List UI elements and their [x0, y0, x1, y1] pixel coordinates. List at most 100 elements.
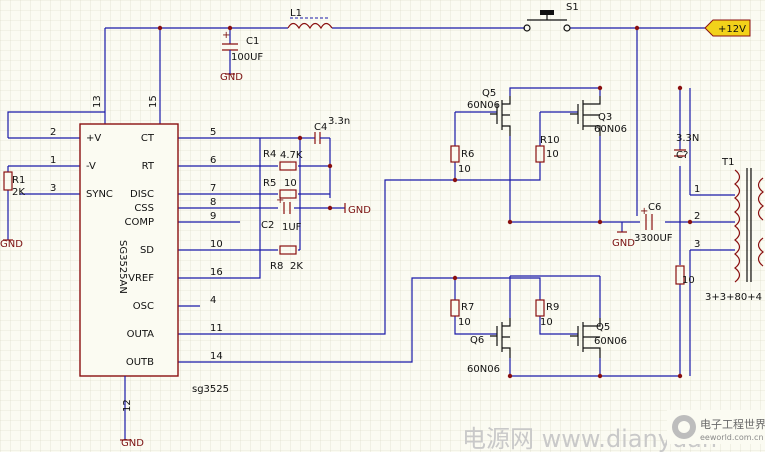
c2-value: 1UF: [282, 222, 302, 233]
resistor-r9: R9 10: [535, 299, 559, 328]
gnd-label-r1: GND: [0, 239, 23, 250]
r4-value: 4.7K: [280, 150, 303, 161]
c4-value: 3.3n: [328, 116, 350, 127]
q5a-value: 60N06: [467, 100, 500, 111]
mosfet-q6: Q6 60N06: [467, 318, 511, 375]
ic-pin-num-14: 14: [210, 351, 223, 362]
ic-pin-name-vref: VREF: [128, 273, 154, 284]
resistor-r1: R1 2K: [3, 171, 25, 198]
c6-value: 3300UF: [634, 233, 673, 244]
c6-label: C6: [648, 202, 661, 213]
capacitor-c6: + C6 3300UF: [634, 202, 673, 244]
capacitor-c2: + C2 1UF: [261, 195, 302, 233]
ic-pin-name-rt: RT: [142, 161, 155, 172]
ic-pin-num-11: 11: [210, 323, 223, 334]
svg-text:+: +: [640, 206, 648, 217]
svg-text:+: +: [276, 195, 284, 206]
resistor-r6: R6 10: [450, 145, 474, 175]
ic-pin-name-sync: SYNC: [86, 189, 113, 200]
gnd-label-c2: GND: [348, 205, 371, 216]
r10-label: R10: [540, 135, 560, 146]
gnd-symbols: GND GND GND GND GND: [0, 72, 635, 449]
mosfet-q5-top: Q5 60N06: [467, 88, 511, 136]
t1-pin-2: 2: [694, 211, 700, 222]
ic-pin-name-sd: SD: [140, 245, 154, 256]
ic-pin-num-10: 10: [210, 239, 223, 250]
r7-value: 10: [458, 317, 471, 328]
r9-value: 10: [540, 317, 553, 328]
ic-pin-num-6: 6: [210, 155, 216, 166]
inductor-l1: L1: [287, 8, 333, 30]
r1-label: R1: [12, 175, 25, 186]
r9-label: R9: [546, 302, 559, 313]
ic-pin-name-v-minus: -V: [86, 161, 96, 172]
resistor-r10: R10 10: [535, 135, 560, 163]
c1-value: 100UF: [231, 52, 263, 63]
c1-label: C1: [246, 36, 259, 47]
svg-text:+: +: [222, 30, 230, 41]
q3-value: 60N06: [594, 124, 627, 135]
r1-value: 2K: [12, 187, 25, 198]
vcc-label: +12V: [718, 24, 746, 35]
ic-pin-name-ct: CT: [141, 133, 155, 144]
ic-pin-num-4: 4: [210, 295, 216, 306]
ic-pin-num-7: 7: [210, 183, 216, 194]
q5b-label: Q5: [596, 322, 610, 333]
q5b-value: 60N06: [594, 336, 627, 347]
r7-label: R7: [461, 302, 474, 313]
r4-label: R4: [263, 149, 276, 160]
logo-sub: eeworld.com.cn: [700, 433, 764, 442]
capacitor-c1: + C1 100UF: [222, 30, 263, 74]
capacitor-c-unknown: C? 3.3N: [674, 133, 699, 161]
ic-pin-15: 15: [148, 95, 159, 108]
wires: [7, 27, 735, 377]
ic-part-label: SG3525AN: [117, 240, 128, 294]
l1-label: L1: [290, 8, 302, 19]
ic-pin-13: 13: [92, 95, 103, 108]
gnd-label-ic: GND: [121, 438, 144, 449]
ic-pin-num-16: 16: [210, 267, 223, 278]
gnd-label-c1: GND: [220, 72, 243, 83]
ic-pin-name-css: CSS: [134, 203, 154, 214]
t1-windings: 3+3+80+4: [705, 292, 762, 303]
r10-value: 10: [546, 149, 559, 160]
sg3525-ic: SG3525AN sg3525 13 15 12 +V 2 -V 1 SYNC …: [50, 95, 229, 440]
ic-pin-num-1: 1: [50, 155, 56, 166]
c4-label: C4: [314, 122, 327, 133]
ic-pin-name-disc: DISC: [130, 189, 154, 200]
watermark: 电源网 www.dianyuan 电子工程世界 eeworld.com.cn: [462, 410, 765, 452]
resistor-r5: R5 10: [263, 178, 297, 199]
vcc-flag: +12V: [704, 19, 751, 37]
snubber-value: 10: [682, 275, 695, 286]
r6-label: R6: [461, 149, 474, 160]
ic-pin-name-outa: OUTA: [127, 329, 155, 340]
mosfet-q5-bottom: Q5 60N06: [570, 318, 627, 358]
gnd-label-c6: GND: [612, 238, 635, 249]
cq-label: C?: [676, 150, 688, 161]
ic-pin-num-5: 5: [210, 127, 216, 138]
switch-s1[interactable]: S1: [523, 2, 579, 32]
ic-pin-name-osc: OSC: [133, 301, 154, 312]
t1-pin-3: 3: [694, 239, 700, 250]
ic-caption: sg3525: [192, 384, 229, 395]
ic-pin-name-outb: OUTB: [126, 357, 154, 368]
transformer-t1: T1 1 2 3 3+3+80+4: [694, 157, 764, 303]
c2-label: C2: [261, 220, 274, 231]
resistor-r4: R4 4.7K: [263, 149, 303, 171]
ic-pin-12: 12: [122, 399, 133, 412]
r8-value: 2K: [290, 261, 303, 272]
r5-label: R5: [263, 178, 276, 189]
s1-label: S1: [566, 2, 579, 13]
resistor-snubber: 10: [675, 265, 695, 286]
q5a-label: Q5: [482, 88, 496, 99]
r8-label: R8: [270, 261, 283, 272]
cq-value: 3.3N: [676, 133, 699, 144]
t1-label: T1: [721, 157, 734, 168]
ic-pin-name-comp: COMP: [124, 217, 154, 228]
logo-text: 电子工程世界: [700, 418, 765, 431]
r5-value: 10: [284, 178, 297, 189]
ic-pin-num-8: 8: [210, 197, 216, 208]
resistor-r8: R8 2K: [270, 245, 303, 272]
ic-pin-num-3: 3: [50, 183, 56, 194]
